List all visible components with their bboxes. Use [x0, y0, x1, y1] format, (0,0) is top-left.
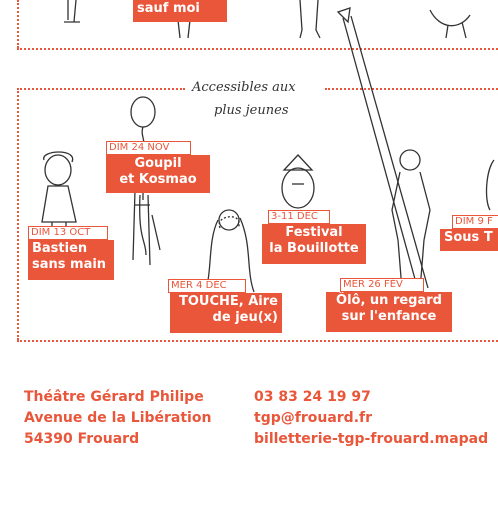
footer-contact: 03 83 24 19 97 tgp@frouard.fr billetteri… — [254, 387, 498, 450]
event-title-sauf-moi: sauf moi — [133, 0, 227, 22]
frame-divider-bottom — [17, 340, 498, 342]
footer-venue-name: Théâtre Gérard Philipe — [24, 389, 204, 405]
frame-divider-section-right — [325, 88, 498, 90]
event-title-line: Sous T — [444, 230, 493, 245]
event-date-goupil: DIM 24 NOV — [106, 141, 191, 155]
frame-divider-top — [17, 48, 498, 50]
event-title-line: Ôlô, un regard — [336, 293, 442, 308]
frame-divider-section — [17, 88, 185, 90]
event-title-sous-t: Sous T — [440, 229, 498, 251]
event-title-line: de jeu(x) — [212, 310, 278, 325]
section-heading-line2: plus jeunes — [214, 103, 289, 118]
top-figure-legs-3 — [299, 0, 321, 39]
footer-city: 54390 Frouard — [24, 431, 140, 447]
event-title-touche: TOUCHE, Aire de jeu(x) — [170, 293, 282, 333]
event-title-line: Festival — [285, 225, 343, 240]
top-figure-legs-2 — [177, 19, 191, 39]
top-figure-creature — [429, 9, 471, 39]
event-date-touche: MER 4 DÉC — [168, 279, 246, 293]
event-title-line: et Kosmao — [119, 172, 197, 187]
event-title-bastien: Bastien sans main — [28, 240, 114, 280]
frame-left-section — [17, 88, 19, 340]
event-title-text: sauf moi — [137, 1, 200, 16]
event-date-sous-t: DIM 9 F — [452, 215, 498, 229]
footer-street: Avenue de la Libération — [24, 410, 212, 426]
event-date-bouillotte: 3-11 DÉC — [268, 210, 330, 224]
event-title-line: Bastien — [32, 241, 88, 256]
event-title-line: sans main — [32, 257, 107, 272]
footer-email[interactable]: tgp@frouard.fr — [254, 410, 373, 426]
event-title-olo: Ôlô, un regard sur l'enfance — [326, 292, 452, 332]
footer-address: Théâtre Gérard Philipe Avenue de la Libé… — [24, 387, 211, 450]
balloon-drawing — [130, 96, 156, 128]
event-title-line: sur l'enfance — [341, 309, 437, 324]
event-date-bastien: DIM 13 OCT — [28, 226, 108, 240]
frame-left-top — [17, 0, 19, 48]
top-figure-legs-1 — [64, 0, 80, 23]
footer-phone[interactable]: 03 83 24 19 97 — [254, 389, 371, 405]
event-title-bouillotte: Festival la Bouillotte — [262, 224, 366, 264]
pencil-tip-drawing — [336, 7, 351, 24]
event-title-line: Goupil — [134, 156, 182, 171]
event-title-goupil: Goupil et Kosmao — [106, 155, 210, 193]
event-title-line: TOUCHE, Aire — [179, 294, 278, 309]
footer-ticket-url[interactable]: billetterie-tgp-frouard.mapad — [254, 431, 489, 447]
section-heading-line1: Accessibles aux — [192, 80, 296, 95]
event-date-olo: MER 26 FÉV — [340, 278, 424, 292]
event-title-line: la Bouillotte — [269, 241, 359, 256]
